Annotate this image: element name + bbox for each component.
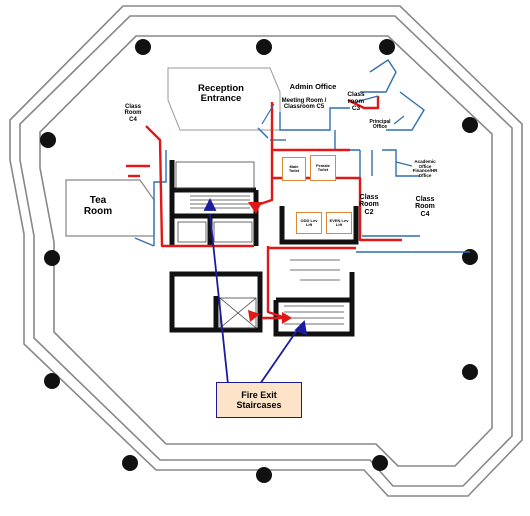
escape-route <box>126 96 402 320</box>
male-toilet: Male Toilet <box>282 157 306 181</box>
building-outline <box>9 5 523 497</box>
direction-arrows <box>261 95 413 167</box>
stair-core-top-detail <box>175 161 255 243</box>
admin-office-label: Admin Office <box>289 82 337 91</box>
classroom-c3-label: Class room C3 <box>347 91 365 112</box>
academic-office-label: Academic Office Finance/HR Office <box>412 159 438 179</box>
classroom-c4-left-label: Class Room C4 <box>124 104 142 123</box>
structural-columns <box>40 39 478 483</box>
lift-even-label: EVEN Lev Lift <box>329 217 349 227</box>
escape-route-arrowheads <box>248 202 292 324</box>
meeting-room-label: Meeting Room / Classroom C5 <box>281 98 327 111</box>
male-toilet-label: Male Toilet <box>288 163 300 173</box>
lift-odd: ODD Lev Lift <box>296 212 322 234</box>
stair-core-bottom <box>169 271 263 333</box>
lift-even: EVEN Lev Lift <box>326 212 352 234</box>
classroom-c2-label: Class Room C2 <box>359 194 379 216</box>
fire-exit-legend: Fire Exit Staircases <box>216 382 302 418</box>
tea-room-label: Tea Room <box>83 195 113 217</box>
reception-entrance-label: Reception Entrance <box>198 83 244 104</box>
female-toilet: Female Toilet <box>310 155 336 181</box>
fire-exit-callout-lines <box>203 197 308 385</box>
lift-odd-label: ODD Lev Lift <box>300 217 318 227</box>
legend-line-2: Staircases <box>236 400 282 410</box>
classroom-c4-right-label: Class Room C4 <box>415 196 435 218</box>
female-toilet-label: Female Toilet <box>316 162 330 172</box>
legend-line-1: Fire Exit <box>241 389 277 400</box>
stair-core-bottom-right <box>273 272 355 337</box>
stair-core-top <box>169 160 259 246</box>
principal-office-label: Principal Office <box>369 119 391 131</box>
lift-walls <box>279 206 359 245</box>
